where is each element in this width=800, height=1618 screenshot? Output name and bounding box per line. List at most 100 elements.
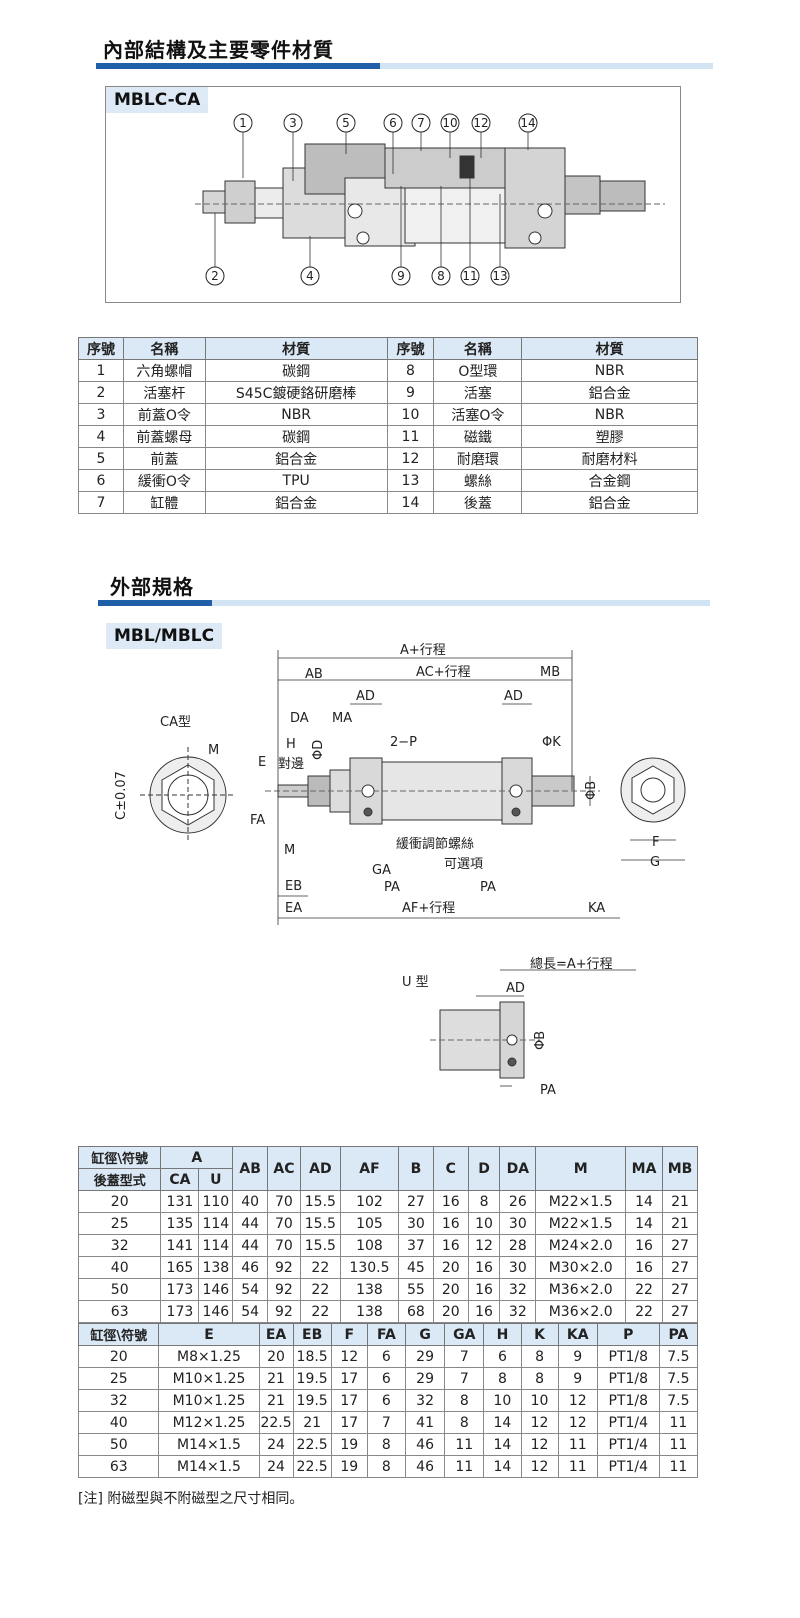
th-d: D (467, 1146, 501, 1191)
table-cell: 碳鋼 (204, 425, 388, 448)
label-ac-stroke: AC+行程 (416, 665, 471, 680)
table-cell: 40 (77, 1256, 162, 1279)
callout-6: 6 (389, 116, 397, 130)
th-no-1: 序號 (78, 337, 124, 360)
callout-11: 11 (462, 269, 477, 283)
table-cell: 21 (662, 1212, 698, 1235)
table-cell: PT1/8 (596, 1389, 660, 1412)
table-cell: PT1/8 (596, 1345, 660, 1368)
table-cell: 55 (398, 1278, 434, 1301)
table-cell: 26 (499, 1190, 537, 1213)
th-ca: CA (160, 1168, 200, 1191)
label-a-stroke: A+行程 (400, 643, 446, 658)
table-cell: 44 (232, 1212, 269, 1235)
table-cell: 54 (232, 1300, 269, 1323)
table-cell: 8 (386, 359, 435, 382)
title-underline-dark (96, 63, 380, 69)
label-ma: MA (332, 711, 352, 726)
table-cell: 21 (258, 1389, 294, 1412)
table-cell: 20 (432, 1278, 469, 1301)
table-cell: 30 (499, 1256, 537, 1279)
th-ab: AB (232, 1146, 269, 1191)
table-cell: 6 (366, 1389, 406, 1412)
label-da: DA (290, 711, 309, 726)
label-phik: ΦK (542, 735, 561, 750)
table-cell: 14 (483, 1455, 522, 1478)
table-cell: 22.5 (292, 1433, 332, 1456)
table-cell: 22 (625, 1278, 664, 1301)
table-cell: 46 (404, 1433, 446, 1456)
table-cell: 鋁合金 (204, 447, 388, 470)
table-cell: 92 (267, 1256, 301, 1279)
table-cell: 27 (398, 1190, 434, 1213)
table-cell: 16 (625, 1256, 664, 1279)
label-optional: 可選項 (444, 857, 483, 872)
th-material-1: 材質 (204, 337, 388, 360)
section-title-external: 外部規格 (110, 575, 194, 599)
table-cell: 12 (330, 1345, 368, 1368)
th-cover-type: 後蓋型式 (77, 1168, 162, 1191)
table-cell: 25 (77, 1367, 160, 1390)
table-cell: M10×1.25 (158, 1389, 260, 1412)
label-ca-type: CA型 (160, 715, 191, 730)
cylinder-side-view (265, 757, 600, 825)
callout-5: 5 (342, 116, 350, 130)
table-cell: 11 (658, 1433, 699, 1456)
table-cell: 4 (78, 425, 124, 448)
table-cell: M14×1.5 (158, 1433, 260, 1456)
table-cell: 27 (662, 1234, 698, 1257)
table-cell: 活塞O令 (433, 403, 523, 426)
table-cell: 活塞 (433, 381, 523, 404)
table-cell: 12 (520, 1455, 559, 1478)
internal-structure-drawing: 1 3 5 6 7 10 12 14 2 4 9 8 11 13 (195, 113, 665, 286)
table-cell: PT1/8 (596, 1367, 660, 1390)
table-cell: 14 (483, 1411, 522, 1434)
section-title-internal: 內部結構及主要零件材質 (103, 38, 334, 62)
table-cell: 22 (299, 1256, 341, 1279)
table-cell: 16 (625, 1234, 664, 1257)
dim-table1-header-row1: 缸徑\符號 A AB AC AD AF B C D DA M MA MB (77, 1146, 698, 1191)
table-cell: 20 (77, 1190, 162, 1213)
table-cell: 30 (499, 1212, 537, 1235)
title-underline-light-2 (212, 600, 710, 606)
table-cell: 102 (339, 1190, 400, 1213)
table-cell: S45C鍍硬鉻研磨棒 (204, 381, 388, 404)
table-cell: 7.5 (658, 1367, 699, 1390)
table-cell: 耐磨環 (433, 447, 523, 470)
table-cell: 16 (432, 1234, 469, 1257)
table-cell: 29 (404, 1345, 446, 1368)
table-cell: 11 (658, 1411, 699, 1434)
table-cell: 22 (299, 1278, 341, 1301)
table-cell: 110 (198, 1190, 234, 1213)
table-cell: 缸體 (122, 491, 206, 514)
th-name-1: 名稱 (122, 337, 206, 360)
table-cell: 前蓋O令 (122, 403, 206, 426)
callout-14: 14 (520, 116, 535, 130)
dim-labels: CA型 M C±0.07 A+行程 AB AC+行程 MB AD AD DA M… (114, 643, 660, 1098)
table-cell: 138 (339, 1300, 400, 1323)
table-cell: TPU (204, 469, 388, 492)
table-cell: 16 (467, 1300, 501, 1323)
label-mb: MB (540, 665, 560, 680)
table-cell: 塑膠 (521, 425, 698, 448)
table-cell: 14 (483, 1433, 522, 1456)
table-cell: 8 (366, 1455, 406, 1478)
label-ab: AB (305, 667, 323, 682)
table-cell: 92 (267, 1300, 301, 1323)
table-cell: 30 (398, 1212, 434, 1235)
table-cell: 135 (160, 1212, 200, 1235)
table-cell: 1 (78, 359, 124, 382)
label-u-type: U 型 (402, 975, 429, 990)
th-col-5: FA (366, 1323, 406, 1346)
